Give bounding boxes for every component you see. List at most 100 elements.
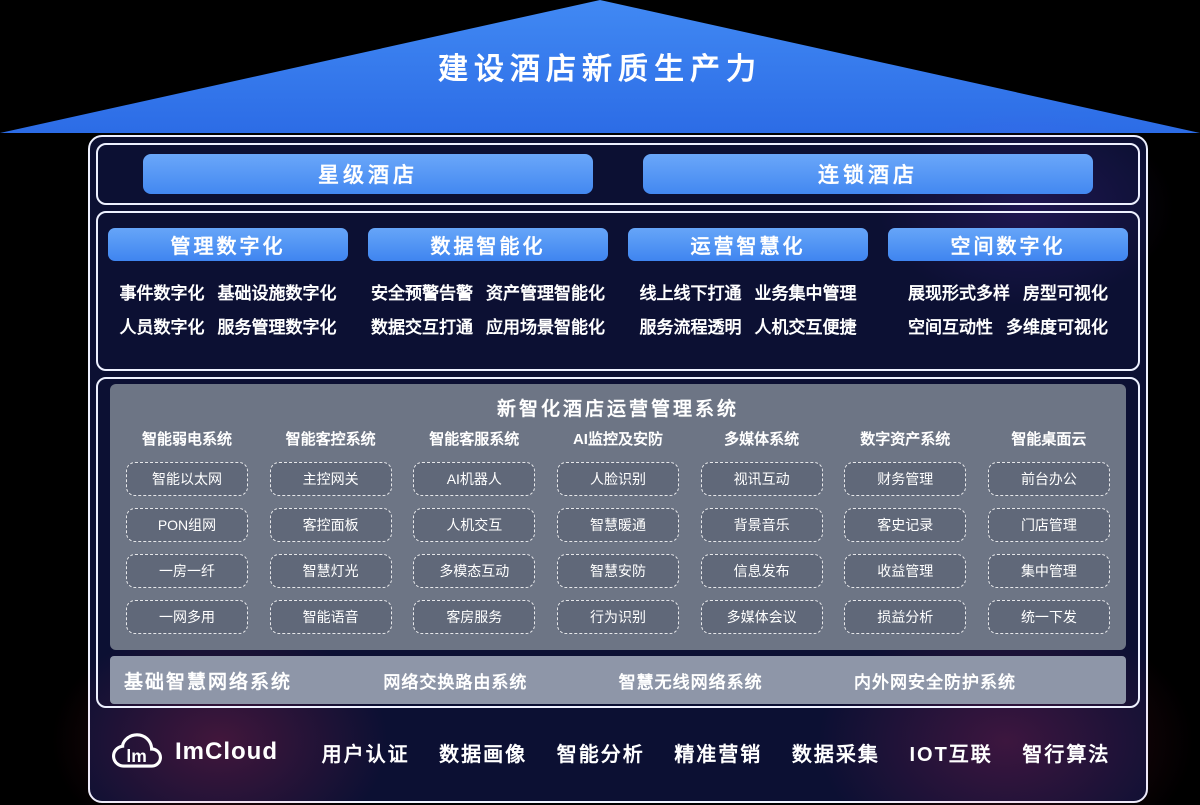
pillar-item: 人员数字化	[119, 318, 205, 337]
pillar-row: 展现形式多样 房型可视化	[908, 277, 1108, 311]
pillar-item: 空间互动性	[908, 318, 993, 337]
ops-item: 智慧暖通	[556, 508, 679, 542]
ops-column-weak-current: 智能弱电系统 智能以太网 PON组网 一房一纤 一网多用	[126, 430, 248, 634]
footer-item: IOT互联	[909, 743, 993, 766]
logo-text: ImCloud	[175, 738, 278, 765]
pillar-item: 基础设施数字化	[217, 284, 337, 303]
digitalization-section: 管理数字化 事件数字化 基础设施数字化 人员数字化 服务管理数字化 数据智能化	[96, 211, 1140, 371]
footer-items: 用户认证 数据画像 智能分析 精准营销 数据采集 IOT互联 智行算法	[292, 738, 1140, 767]
ops-item: 多模态互动	[413, 554, 536, 588]
pillar-title: 数据智能化	[368, 228, 608, 261]
hotel-type-star: 星级酒店	[143, 154, 593, 194]
pillar-management: 管理数字化 事件数字化 基础设施数字化 人员数字化 服务管理数字化	[100, 228, 356, 369]
ops-item: 多媒体会议	[700, 600, 823, 634]
ops-item: 智慧安防	[556, 554, 679, 588]
ops-panel: 新智化酒店运营管理系统 智能弱电系统 智能以太网 PON组网 一房一纤 一网多用…	[110, 384, 1126, 650]
ops-item: 前台办公	[987, 462, 1110, 496]
pillar-title: 运营智慧化	[628, 228, 868, 261]
pillar-item: 事件数字化	[119, 284, 205, 303]
hotel-type-section: 星级酒店 连锁酒店	[96, 143, 1140, 205]
pillar-item: 服务流程透明	[639, 318, 742, 337]
ops-grid: 智能弱电系统 智能以太网 PON组网 一房一纤 一网多用 智能客控系统 主控网关…	[110, 421, 1126, 634]
pillar-space: 空间数字化 展现形式多样 房型可视化 空间互动性 多维度可视化	[880, 228, 1136, 369]
ops-item: 客房服务	[413, 600, 536, 634]
footer-item: 数据画像	[439, 743, 528, 766]
ops-item: 损益分析	[844, 600, 967, 634]
network-item: 内外网安全防护系统	[854, 672, 1016, 692]
footer-item: 精准营销	[674, 743, 763, 766]
pillar-rows: 安全预警告警 资产管理智能化 数据交互打通 应用场景智能化	[371, 277, 605, 345]
pillar-item: 房型可视化	[1023, 284, 1108, 303]
cloud-icon: lm	[108, 727, 166, 777]
network-item: 网络交换路由系统	[383, 672, 528, 692]
ops-column-title: 智能桌面云	[1011, 431, 1087, 448]
footer-item: 智行算法	[1022, 743, 1111, 766]
pillar-item: 多维度可视化	[1006, 318, 1108, 337]
pillar-item: 展现形式多样	[908, 284, 1010, 303]
pillar-item: 应用场景智能化	[486, 318, 605, 337]
pillar-row: 线上线下打通 业务集中管理	[640, 277, 857, 311]
ops-item: 人脸识别	[556, 462, 679, 496]
pillar-rows: 线上线下打通 业务集中管理 服务流程透明 人机交互便捷	[640, 277, 857, 345]
ops-column-room-control: 智能客控系统 主控网关 客控面板 智慧灯光 智能语音	[269, 430, 392, 634]
ops-column-title: 智能客控系统	[285, 431, 376, 448]
ops-panel-title: 新智化酒店运营管理系统	[496, 399, 739, 420]
pillar-rows: 事件数字化 基础设施数字化 人员数字化 服务管理数字化	[120, 277, 337, 345]
systems-section: 新智化酒店运营管理系统 智能弱电系统 智能以太网 PON组网 一房一纤 一网多用…	[96, 377, 1140, 708]
pillar-title: 管理数字化	[108, 228, 348, 261]
pillar-item: 人机交互便捷	[754, 318, 857, 337]
ops-item: 财务管理	[844, 462, 967, 496]
ops-item: 一房一纤	[126, 554, 248, 588]
imcloud-logo: lm ImCloud	[108, 727, 278, 777]
ops-item: 客控面板	[269, 508, 392, 542]
pillar-title: 空间数字化	[888, 228, 1128, 261]
network-bar: 基础智慧网络系统 网络交换路由系统 智慧无线网络系统 内外网安全防护系统	[110, 656, 1126, 704]
page-title: 建设酒店新质生产力	[438, 53, 762, 86]
pillar-item: 服务管理数字化	[217, 318, 337, 337]
ops-item: 智能语音	[269, 600, 392, 634]
footer-item: 数据采集	[791, 743, 880, 766]
pillar-item: 安全预警告警	[371, 284, 473, 303]
ops-item: 门店管理	[987, 508, 1110, 542]
pillar-row: 人员数字化 服务管理数字化	[120, 311, 337, 345]
ops-item: 统一下发	[987, 600, 1110, 634]
footer-item: 用户认证	[321, 743, 410, 766]
pillar-item: 线上线下打通	[639, 284, 742, 303]
ops-item: 信息发布	[700, 554, 823, 588]
ops-item: 智慧灯光	[269, 554, 392, 588]
footer: lm ImCloud 用户认证 数据画像 智能分析 精准营销 数据采集 IOT互…	[96, 709, 1140, 795]
pillar-row: 服务流程透明 人机交互便捷	[640, 311, 857, 345]
ops-column-title: 多媒体系统	[724, 431, 800, 448]
ops-column-ai-security: AI监控及安防 人脸识别 智慧暖通 智慧安防 行为识别	[556, 430, 679, 634]
ops-column-digital-assets: 数字资产系统 财务管理 客史记录 收益管理 损益分析	[844, 430, 967, 634]
hotel-type-chain: 连锁酒店	[643, 154, 1093, 194]
ops-item: 背景音乐	[700, 508, 823, 542]
ops-column-title: AI监控及安防	[572, 431, 663, 448]
pillar-item: 业务集中管理	[754, 284, 857, 303]
ops-item: 集中管理	[987, 554, 1110, 588]
ops-column-multimedia: 多媒体系统 视讯互动 背景音乐 信息发布 多媒体会议	[700, 430, 823, 634]
pillar-operation: 运营智慧化 线上线下打通 业务集中管理 服务流程透明 人机交互便捷	[620, 228, 876, 369]
pillar-row: 空间互动性 多维度可视化	[908, 311, 1108, 345]
pillar-rows: 展现形式多样 房型可视化 空间互动性 多维度可视化	[908, 277, 1108, 345]
ops-column-desktop-cloud: 智能桌面云 前台办公 门店管理 集中管理 统一下发	[987, 430, 1110, 634]
ops-item: 智能以太网	[126, 462, 248, 496]
ops-item: 一网多用	[126, 600, 248, 634]
svg-text:lm: lm	[126, 746, 146, 766]
ops-column-title: 数字资产系统	[860, 431, 951, 448]
ops-item: AI机器人	[413, 462, 536, 496]
pillar-row: 数据交互打通 应用场景智能化	[371, 311, 605, 345]
pillar-row: 事件数字化 基础设施数字化	[120, 277, 337, 311]
ops-item: PON组网	[126, 508, 248, 542]
ops-item: 客史记录	[844, 508, 967, 542]
footer-item: 智能分析	[556, 743, 645, 766]
ops-item: 行为识别	[556, 600, 679, 634]
ops-column-title: 智能弱电系统	[141, 431, 232, 448]
network-item: 智慧无线网络系统	[618, 672, 763, 692]
ops-item: 视讯互动	[700, 462, 823, 496]
pillar-item: 数据交互打通	[371, 318, 473, 337]
pillar-row: 安全预警告警 资产管理智能化	[371, 277, 605, 311]
ops-item: 主控网关	[269, 462, 392, 496]
ops-column-title: 智能客服系统	[429, 431, 520, 448]
